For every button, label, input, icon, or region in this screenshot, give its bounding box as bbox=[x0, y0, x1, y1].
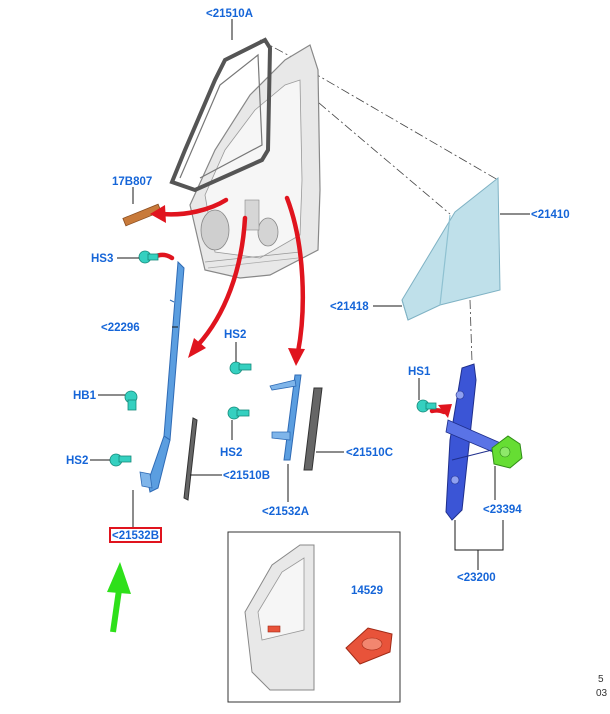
inset-box bbox=[227, 531, 401, 703]
label-channel-rear: <22296 bbox=[101, 322, 140, 334]
label-pad: 17B807 bbox=[112, 176, 152, 188]
pad-part bbox=[122, 203, 162, 227]
rear-glass-channel bbox=[139, 260, 185, 493]
screw-icon bbox=[229, 361, 252, 375]
label-channel-front: <21532A bbox=[262, 506, 309, 518]
arrow-icon bbox=[107, 562, 131, 594]
clip-icon bbox=[124, 390, 138, 411]
screw-icon bbox=[416, 399, 437, 413]
label-hs2-center: HS2 bbox=[224, 329, 246, 341]
green-arrow bbox=[107, 562, 131, 633]
label-weatherstrip-c: <21510C bbox=[346, 447, 393, 459]
window-glass bbox=[401, 176, 501, 321]
highlight-box bbox=[109, 527, 162, 543]
fasteners bbox=[109, 250, 437, 467]
arrow-icon bbox=[195, 215, 248, 348]
clip-icon bbox=[138, 250, 159, 264]
label-glass: <21410 bbox=[531, 209, 570, 221]
screw-icon bbox=[227, 406, 250, 420]
weatherstrip-c bbox=[303, 387, 323, 471]
screw-icon bbox=[109, 453, 132, 467]
label-inset-part: 14529 bbox=[351, 585, 383, 597]
label-hs3: HS3 bbox=[91, 253, 113, 265]
arrow-icon bbox=[429, 408, 447, 415]
projection-lines bbox=[259, 39, 499, 363]
page-ref-line1: 5 bbox=[598, 674, 604, 685]
window-regulator bbox=[445, 363, 506, 521]
label-hs2-lower: HS2 bbox=[220, 447, 242, 459]
label-channel-rear-b: <21532B bbox=[112, 530, 159, 542]
label-seal-frame: <21510A bbox=[206, 8, 253, 20]
label-hb1: HB1 bbox=[73, 390, 97, 402]
label-weatherstrip-b: <21510B bbox=[223, 470, 270, 482]
callout-labels: <21510A <21410 <21418 17B807 HS3 <22296 … bbox=[66, 8, 570, 597]
arrow-icon bbox=[284, 195, 306, 355]
arrow-icon bbox=[159, 197, 229, 217]
label-hs2-left: HS2 bbox=[66, 455, 88, 467]
label-hs1: HS1 bbox=[408, 366, 431, 378]
label-motor: <23394 bbox=[483, 504, 522, 516]
label-glass-run: <21418 bbox=[330, 301, 369, 313]
weatherstrip-b bbox=[183, 417, 198, 501]
window-frame-seal bbox=[169, 37, 273, 193]
regulator-motor bbox=[491, 435, 523, 469]
page-reference: 5 03 bbox=[596, 674, 608, 699]
label-regulator: <23200 bbox=[457, 572, 496, 584]
front-glass-channel bbox=[269, 374, 302, 461]
leader-lines bbox=[90, 19, 530, 625]
page-ref-line2: 03 bbox=[596, 688, 608, 699]
